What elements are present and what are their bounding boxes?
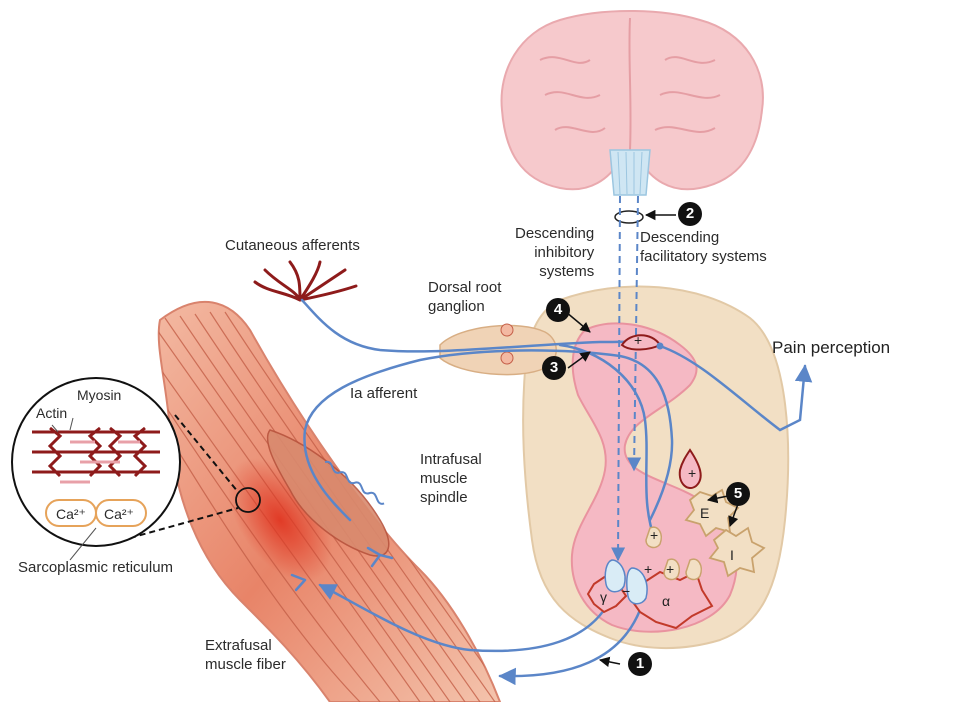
actin-label: Actin	[36, 404, 67, 423]
plus-sign: +	[650, 527, 658, 543]
gamma-symbol: γ	[600, 589, 607, 605]
plus-sign: +	[644, 561, 652, 577]
badge-4: 4	[546, 298, 570, 322]
alpha-symbol: α	[662, 593, 670, 609]
ia-afferent-label: Ia afferent	[350, 384, 417, 403]
plus-sign: +	[666, 561, 674, 577]
dorsal-root-ganglion-label: Dorsal root ganglion	[428, 278, 501, 316]
badge-2: 2	[678, 202, 702, 226]
descending-facilitatory-label: Descending facilitatory systems	[640, 228, 767, 266]
cutaneous-afferent-tree	[255, 262, 356, 300]
plus-sign: +	[688, 465, 696, 481]
brain	[502, 11, 763, 195]
pain-perception-label: Pain perception	[772, 338, 890, 357]
calcium-ion-label: Ca²⁺	[104, 505, 134, 524]
badge-3: 3	[542, 356, 566, 380]
excitatory-symbol: E	[700, 505, 709, 521]
sarcoplasmic-reticulum-label: Sarcoplasmic reticulum	[18, 558, 173, 577]
inhibitory-symbol: I	[730, 547, 734, 563]
badge-5: 5	[726, 482, 750, 506]
extrafusal-fiber-label: Extrafusal muscle fiber	[205, 636, 286, 674]
badge-1: 1	[628, 652, 652, 676]
plus-sign: +	[634, 332, 642, 348]
descending-inhibitory-label: Descending inhibitory systems	[515, 224, 594, 281]
minus-sign: −	[622, 583, 630, 599]
cutaneous-afferents-label: Cutaneous afferents	[225, 236, 360, 255]
intrafusal-spindle-label: Intrafusal muscle spindle	[420, 450, 482, 507]
calcium-ion-label: Ca²⁺	[56, 505, 86, 524]
myosin-label: Myosin	[77, 386, 121, 405]
